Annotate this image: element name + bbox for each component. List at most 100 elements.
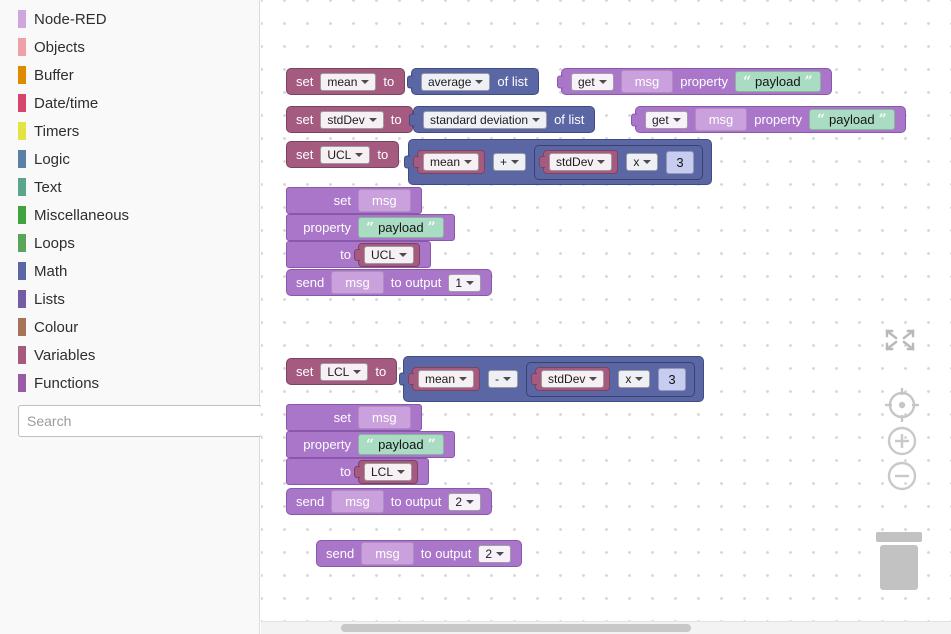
- variable-block-mean[interactable]: mean: [412, 367, 481, 391]
- operator: -: [495, 372, 500, 386]
- block-set-variable-mean[interactable]: set mean to: [286, 68, 406, 95]
- variable-dropdown[interactable]: stdDev: [541, 370, 605, 388]
- sidebar-item-math[interactable]: Math: [0, 257, 259, 285]
- variable-block-stddev[interactable]: stdDev: [543, 150, 619, 174]
- property-row[interactable]: property “payload”: [286, 431, 455, 458]
- sidebar-item-colour[interactable]: Colour: [0, 313, 259, 341]
- output-dropdown[interactable]: 1: [448, 273, 482, 292]
- block-average-of-list[interactable]: average of list: [411, 68, 539, 95]
- search-input[interactable]: [18, 405, 262, 437]
- operator-dropdown[interactable]: +: [493, 153, 527, 171]
- variable-dropdown[interactable]: mean: [418, 370, 475, 388]
- dropdown-arrow-icon: [532, 117, 541, 122]
- variable-dropdown[interactable]: stdDev: [549, 153, 613, 171]
- to-label: to: [383, 74, 395, 89]
- block-arithmetic-add[interactable]: mean + stdDev x 3: [408, 139, 712, 185]
- operator-dropdown[interactable]: -: [488, 370, 519, 388]
- sidebar-item-objects[interactable]: Objects: [0, 33, 259, 61]
- list-operation-dropdown[interactable]: standard deviation: [423, 110, 548, 129]
- operator-dropdown[interactable]: x: [626, 153, 659, 171]
- set-label: set: [296, 112, 314, 127]
- variable-block-stddev[interactable]: stdDev: [535, 367, 611, 391]
- set-label: set: [296, 364, 314, 379]
- number-block[interactable]: 3: [658, 367, 686, 391]
- horizontal-scrollbar[interactable]: [261, 621, 951, 634]
- zoom-out-icon: [887, 461, 917, 491]
- get-dropdown[interactable]: get: [645, 110, 688, 129]
- sidebar-item-variables[interactable]: Variables: [0, 341, 259, 369]
- to-output-label: to output: [390, 494, 442, 509]
- variable-block-ucl[interactable]: UCL: [358, 242, 421, 267]
- msg-field[interactable]: msg: [331, 271, 384, 294]
- text-string-payload[interactable]: “payload”: [358, 217, 444, 238]
- sidebar-item-buffer[interactable]: Buffer: [0, 61, 259, 89]
- string-value: payload: [378, 437, 424, 452]
- block-send-msg-output2[interactable]: send msg to output 2: [286, 488, 493, 515]
- to-row[interactable]: to LCL: [286, 458, 430, 485]
- set-msg-row[interactable]: set msg: [286, 404, 422, 431]
- sidebar-item-functions[interactable]: Functions: [0, 369, 259, 397]
- msg-field[interactable]: msg: [694, 108, 748, 131]
- output-dropdown[interactable]: 2: [448, 492, 482, 511]
- block-arithmetic-subtract[interactable]: mean - stdDev x 3: [403, 356, 704, 402]
- block-set-variable-ucl[interactable]: set UCL to: [286, 141, 400, 168]
- variable-name: LCL: [371, 464, 394, 479]
- sidebar-item-datetime[interactable]: Date/time: [0, 89, 259, 117]
- to-output-label: to output: [390, 275, 442, 290]
- output-dropdown[interactable]: 2: [478, 544, 512, 563]
- block-send-msg-output2[interactable]: send msg to output 2: [316, 540, 523, 567]
- variable-dropdown[interactable]: mean: [423, 153, 480, 171]
- sidebar-item-node-red[interactable]: Node-RED: [0, 5, 259, 33]
- msg-field[interactable]: msg: [361, 542, 414, 565]
- msg-field[interactable]: msg: [331, 490, 384, 513]
- zoom-in-icon: [887, 426, 917, 456]
- block-set-msg-property[interactable]: set msg property “payload” to LCL: [286, 404, 455, 485]
- variable-dropdown[interactable]: UCL: [320, 145, 371, 164]
- variable-dropdown[interactable]: LCL: [320, 362, 369, 381]
- center-view-button[interactable]: [884, 387, 920, 428]
- send-label: send: [296, 275, 325, 290]
- block-get-msg-property[interactable]: get msg property “payload”: [561, 68, 832, 95]
- category-color-bar: [18, 374, 26, 392]
- variable-block-lcl[interactable]: LCL: [358, 459, 419, 484]
- sidebar-item-logic[interactable]: Logic: [0, 145, 259, 173]
- workspace-canvas[interactable]: set mean to average of list get msg prop…: [261, 0, 951, 634]
- variable-dropdown[interactable]: mean: [320, 72, 377, 91]
- sidebar-item-lists[interactable]: Lists: [0, 285, 259, 313]
- variable-dropdown[interactable]: LCL: [364, 462, 413, 481]
- set-msg-row[interactable]: set msg: [286, 187, 422, 214]
- block-send-msg-output1[interactable]: send msg to output 1: [286, 269, 493, 296]
- msg-field[interactable]: msg: [358, 406, 411, 429]
- text-string-payload[interactable]: “payload”: [808, 109, 895, 130]
- property-row[interactable]: property “payload”: [286, 214, 455, 241]
- list-operation-dropdown[interactable]: average: [421, 72, 491, 91]
- sidebar-item-text[interactable]: Text: [0, 173, 259, 201]
- block-arithmetic-multiply[interactable]: stdDev x 3: [534, 144, 703, 180]
- variable-block-mean[interactable]: mean: [417, 150, 486, 174]
- to-row[interactable]: to UCL: [286, 241, 432, 268]
- msg-field[interactable]: msg: [358, 189, 411, 212]
- block-set-variable-lcl[interactable]: set LCL to: [286, 358, 398, 385]
- zoom-out-button[interactable]: [886, 460, 918, 497]
- block-arithmetic-multiply[interactable]: stdDev x 3: [526, 361, 695, 397]
- zoom-in-button[interactable]: [886, 425, 918, 462]
- sidebar-item-miscellaneous[interactable]: Miscellaneous: [0, 201, 259, 229]
- number-block[interactable]: 3: [666, 150, 694, 174]
- block-set-msg-property[interactable]: set msg property “payload” to UCL: [286, 187, 455, 268]
- variable-dropdown[interactable]: stdDev: [320, 110, 384, 129]
- text-string-payload[interactable]: “payload”: [734, 71, 821, 92]
- sidebar-item-loops[interactable]: Loops: [0, 229, 259, 257]
- msg-field[interactable]: msg: [620, 70, 674, 93]
- operator-dropdown[interactable]: x: [618, 370, 651, 388]
- trash-button[interactable]: [869, 524, 929, 599]
- dropdown-arrow-icon: [466, 499, 475, 504]
- sidebar-item-timers[interactable]: Timers: [0, 117, 259, 145]
- text-string-payload[interactable]: “payload”: [358, 434, 444, 455]
- zoom-to-fit-button[interactable]: [881, 328, 919, 357]
- block-set-variable-stddev[interactable]: set stdDev to: [286, 106, 413, 133]
- block-get-msg-property[interactable]: get msg property “payload”: [635, 106, 906, 133]
- block-stddev-of-list[interactable]: standard deviation of list: [413, 106, 596, 133]
- get-dropdown[interactable]: get: [571, 72, 614, 91]
- variable-dropdown[interactable]: UCL: [364, 245, 415, 264]
- horizontal-scrollbar-thumb[interactable]: [341, 624, 691, 632]
